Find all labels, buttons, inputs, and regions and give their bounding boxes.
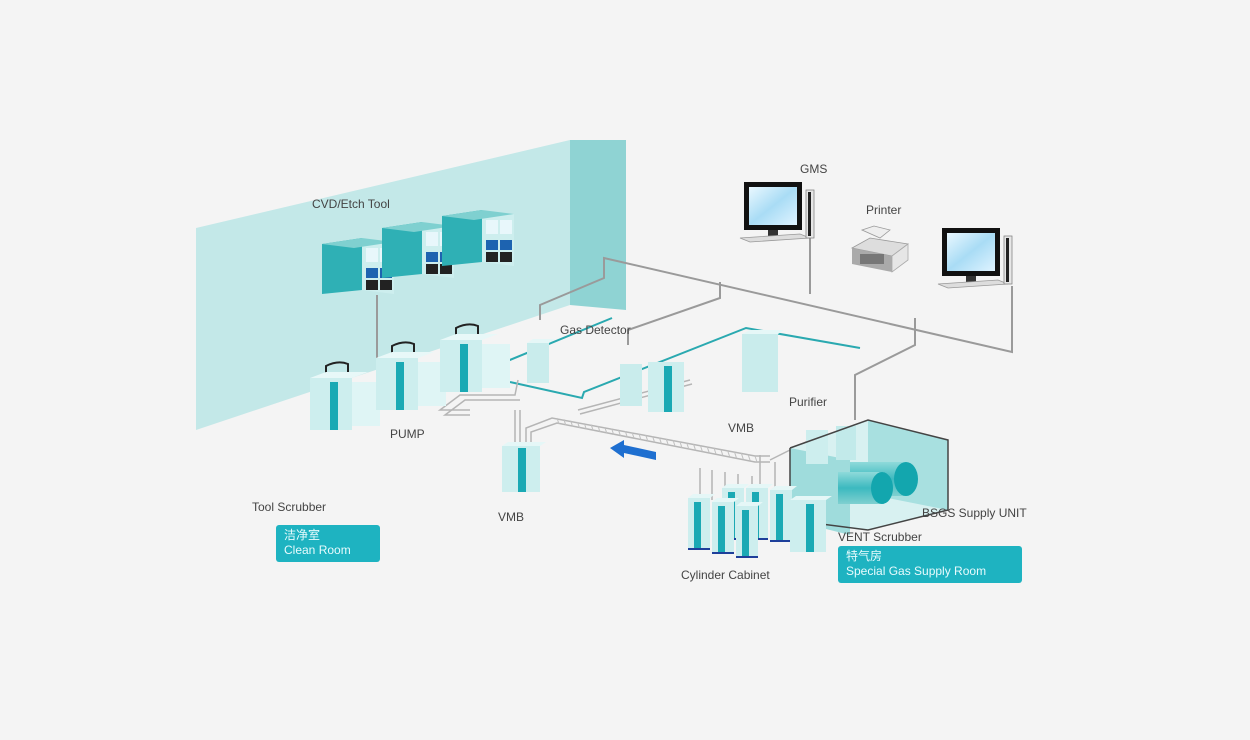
gms-network: [539, 236, 1013, 420]
duct-rung: [617, 429, 621, 436]
duct-rung: [658, 437, 662, 444]
duct-rung: [624, 430, 628, 438]
duct-rung: [583, 423, 587, 430]
special-gas-room-zh: 特气房: [846, 549, 883, 563]
duct-rung: [686, 442, 690, 450]
label-gms: GMS: [800, 162, 828, 176]
duct-rung: [645, 434, 649, 442]
cylinder-cabinet: [770, 486, 797, 542]
vmb-unit: [620, 362, 684, 412]
duct-rung: [672, 440, 676, 447]
duct-rung: [706, 446, 710, 453]
clean-room-zh: 洁净室: [284, 528, 321, 542]
cylinder-cabinets: [688, 484, 797, 558]
cylinder-cabinet: [712, 498, 739, 554]
duct-rung: [699, 445, 703, 452]
duct-rung: [754, 455, 758, 463]
printer-icon: [850, 225, 909, 273]
duct-rung: [679, 441, 683, 448]
duct-rung: [652, 436, 656, 443]
label-bsgs-supply-unit: BSGS Supply UNIT: [922, 506, 1027, 520]
duct-rung: [727, 450, 731, 457]
duct-rung: [713, 447, 717, 455]
duct-rung: [570, 420, 574, 427]
cvd-etch-tool: [442, 210, 514, 266]
clean-room-en: Clean Room: [284, 543, 351, 557]
special-gas-room-badge: 特气房 Special Gas Supply Room: [838, 546, 1022, 583]
special-gas-room-en: Special Gas Supply Room: [846, 564, 987, 578]
duct-rung: [740, 453, 744, 460]
duct-rungs: [556, 417, 758, 463]
label-vmb-right: VMB: [728, 421, 755, 435]
cylinder-cabinet: [736, 502, 763, 558]
label-tool-scrubber: Tool Scrubber: [252, 500, 327, 514]
duct-rung: [590, 424, 594, 431]
duct-rung: [577, 421, 580, 429]
gas-detector: [527, 339, 555, 383]
duct-rung: [693, 444, 697, 451]
duct-rung: [734, 451, 737, 459]
clean-room-badge: 洁净室 Clean Room: [276, 525, 380, 562]
cylinder-cabinet: [688, 494, 715, 550]
label-pump: PUMP: [390, 427, 425, 441]
label-printer: Printer: [866, 203, 902, 217]
label-vent-scrubber: VENT Scrubber: [838, 530, 922, 544]
arrow-left-icon: [610, 440, 656, 460]
cvd-etch-tools: [322, 210, 514, 294]
purifier-unit: [742, 330, 784, 392]
duct-rung: [747, 454, 751, 461]
duct-rung: [563, 419, 567, 426]
vmb-unit-left: [502, 442, 546, 492]
label-vmb-left: VMB: [498, 510, 525, 524]
gms-computer: [739, 182, 815, 243]
workstation-computer: [937, 228, 1013, 289]
vent-scrubber: [790, 496, 832, 552]
duct-rung: [638, 433, 642, 440]
duct-rung: [611, 428, 615, 435]
label-purifier: Purifier: [789, 395, 828, 409]
label-cylinder-cabinet: Cylinder Cabinet: [681, 568, 770, 582]
duct-rung: [631, 432, 635, 439]
pump-unit: [376, 341, 446, 410]
pump-unit: [310, 361, 380, 430]
label-gas-detector: Gas Detector: [560, 323, 631, 337]
duct-rung: [665, 438, 669, 446]
label-cvd-etch-tool: CVD/Etch Tool: [312, 197, 390, 211]
duct-rung: [720, 449, 724, 456]
duct-rung: [597, 425, 601, 433]
duct-rung: [556, 417, 560, 425]
pumps: [310, 323, 510, 430]
pump-unit: [440, 323, 510, 392]
duct-rung: [604, 427, 608, 434]
